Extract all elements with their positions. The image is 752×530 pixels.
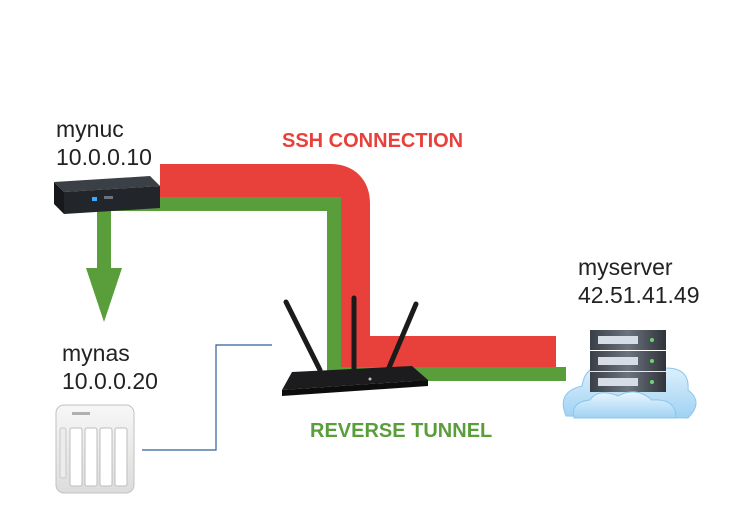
server-ip: 42.51.41.49 — [578, 282, 700, 308]
router-icon — [282, 295, 428, 396]
mini-pc-icon — [54, 176, 160, 214]
server-name: myserver — [578, 254, 673, 280]
nas-name: mynas — [62, 340, 130, 366]
reverse-tunnel-label: REVERSE TUNNEL — [310, 420, 493, 442]
tunnel-arrowhead — [86, 268, 122, 322]
nuc-ip: 10.0.0.10 — [56, 144, 152, 170]
ssh-connection-label: SSH CONNECTION — [282, 130, 464, 152]
cloud-server-icon — [562, 330, 697, 419]
nas-device-icon — [55, 404, 135, 494]
ssh-connection-path — [160, 164, 556, 376]
nas-ip: 10.0.0.20 — [62, 368, 158, 394]
lan-wire — [142, 344, 272, 451]
nuc-name: mynuc — [56, 116, 124, 142]
